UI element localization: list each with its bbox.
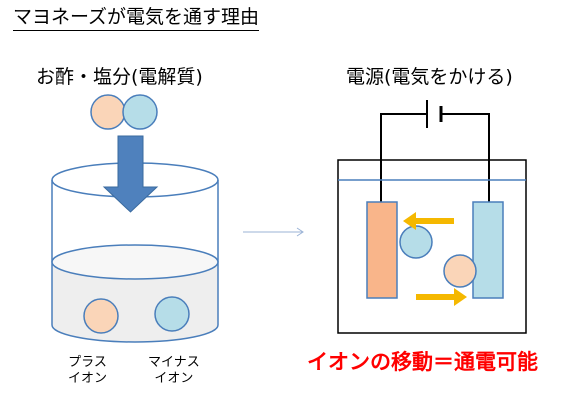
transition-arrow-icon bbox=[243, 227, 304, 237]
minus-ion-label-line1: マイナス bbox=[148, 355, 200, 370]
plus-ion-label: プラス イオン bbox=[68, 355, 107, 387]
battery-icon bbox=[426, 100, 443, 128]
right-electrode bbox=[472, 201, 504, 299]
electrolysis-tank bbox=[337, 159, 527, 334]
minus-ion-in-liquid bbox=[154, 296, 190, 332]
circuit-wire bbox=[380, 113, 490, 202]
minus-ion-label-line2: イオン bbox=[154, 371, 194, 386]
result-caption: イオンの移動＝通電可能 bbox=[307, 350, 538, 374]
left-electrode bbox=[366, 201, 398, 299]
plus-ion-label-line2: イオン bbox=[68, 371, 108, 386]
power-source-label: 電源(電気をかける) bbox=[346, 66, 513, 88]
minus-ion-label: マイナス イオン bbox=[148, 355, 200, 387]
liquid-surface bbox=[51, 244, 219, 280]
plus-ion-moving bbox=[443, 254, 477, 288]
minus-ion-moving bbox=[399, 225, 433, 259]
electrolyte-label: お酢・塩分(電解質) bbox=[36, 66, 203, 88]
plus-ion-in-liquid bbox=[83, 298, 119, 334]
minus-ion-top bbox=[122, 94, 158, 130]
plus-ion-top bbox=[90, 94, 126, 130]
page-title: マヨネーズが電気を通す理由 bbox=[13, 4, 260, 31]
plus-ion-label-line1: プラス bbox=[68, 355, 107, 370]
down-arrow-icon bbox=[102, 135, 159, 213]
right-arrow-icon bbox=[416, 288, 467, 306]
left-arrow-icon bbox=[403, 212, 454, 230]
